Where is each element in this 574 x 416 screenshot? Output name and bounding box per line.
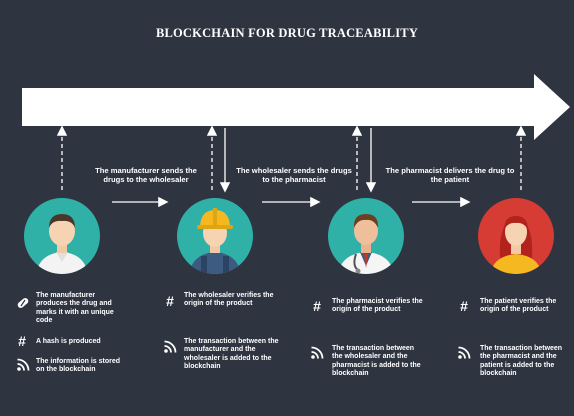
caption-wholesaler-to-pharmacist: The wholesaler sends the drugs to the ph… [236, 166, 352, 184]
patient-step-1: The patient verifies the origin of the p… [480, 298, 557, 314]
caption-pharmacist-to-patient: The pharmacist delivers the drug to the … [385, 166, 515, 184]
pharmacist-step-1: The pharmacist verifies the origin of th… [332, 298, 423, 314]
patient-step-2: The transaction between the pharmacist a… [480, 345, 563, 378]
hash-icon: # [313, 298, 321, 314]
wholesaler-step-1: The wholesaler verifies the origin of th… [184, 292, 274, 308]
hash-icon: # [166, 293, 174, 309]
page-title: BLOCKCHAIN FOR DRUG TRACEABILITY [155, 26, 419, 40]
blockchain-arrow [22, 74, 570, 140]
rss-icon [458, 346, 471, 359]
rss-icon [17, 358, 30, 371]
wholesaler-step-2: The transaction between the manufacturer… [184, 338, 279, 371]
hash-icon: # [460, 298, 468, 314]
caption-manufacturer-to-wholesaler: The manufacturer sends the drugs to the … [95, 166, 197, 184]
patient-avatar [478, 198, 554, 274]
manufacturer-step-2: A hash is produced [36, 338, 101, 345]
rss-icon [164, 340, 177, 353]
manufacturer-step-1: The manufacturer produces the drug and m… [36, 292, 114, 325]
pill-icon [17, 298, 29, 308]
manufacturer-avatar [24, 198, 100, 274]
pharmacist-step-2: The transaction between the wholesaler a… [332, 345, 421, 378]
hash-icon: # [18, 333, 26, 349]
wholesaler-avatar [177, 198, 253, 274]
manufacturer-step-3: The information is stored on the blockch… [36, 358, 121, 374]
rss-icon [311, 346, 324, 359]
pharmacist-avatar [328, 198, 404, 274]
